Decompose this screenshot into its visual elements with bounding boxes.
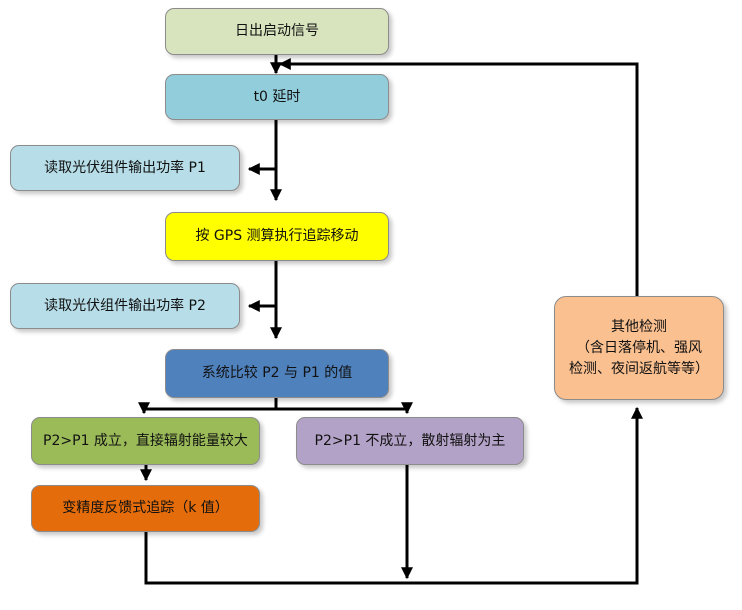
read-p1-box: 读取光伏组件输出功率 P1 <box>10 145 240 191</box>
other-check-title: 其他检测 <box>611 318 667 335</box>
yes-branch-label: P2>P1 成立，直接辐射能量较大 <box>43 432 248 449</box>
line-variable-to-bottom <box>144 532 407 585</box>
gps-track-box: 按 GPS 测算执行追踪移动 <box>165 212 389 261</box>
compare-label: 系统比较 P2 与 P1 的值 <box>201 365 353 381</box>
other-check-detail-2: 检测、夜间返航等等） <box>569 360 709 377</box>
line-bottom-to-other <box>407 406 643 585</box>
loop-back-line <box>278 58 639 296</box>
split-line <box>142 398 278 413</box>
no-branch-box: P2>P1 不成立，散射辐射为主 <box>296 417 524 465</box>
no-branch-label: P2>P1 不成立，散射辐射为主 <box>314 432 506 449</box>
yes-branch-box: P2>P1 成立，直接辐射能量较大 <box>31 417 260 465</box>
other-check-detail-1: （含日落停机、强风 <box>576 339 702 356</box>
sunrise-signal-label: 日出启动信号 <box>235 23 319 39</box>
delay-box: t0 延时 <box>165 74 389 120</box>
other-check-box: 其他检测 （含日落停机、强风 检测、夜间返航等等） <box>554 296 724 400</box>
variable-track-box: 变精度反馈式追踪（k 值） <box>31 485 260 532</box>
sunrise-signal-box: 日出启动信号 <box>165 8 389 55</box>
read-p2-box: 读取光伏组件输出功率 P2 <box>10 283 240 329</box>
gps-track-label: 按 GPS 测算执行追踪移动 <box>195 228 359 244</box>
delay-label: t0 延时 <box>253 88 301 105</box>
variable-track-label: 变精度反馈式追踪（k 值） <box>62 500 229 516</box>
read-p2-label: 读取光伏组件输出功率 P2 <box>44 297 206 314</box>
compare-box: 系统比较 P2 与 P1 的值 <box>165 349 389 398</box>
read-p1-label: 读取光伏组件输出功率 P1 <box>44 159 206 176</box>
